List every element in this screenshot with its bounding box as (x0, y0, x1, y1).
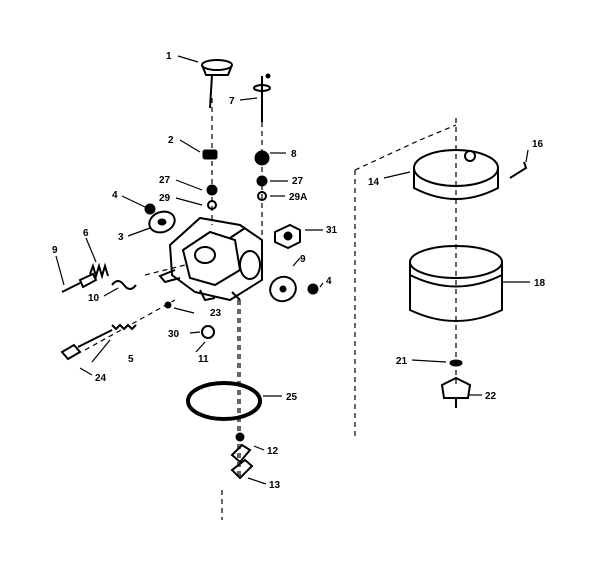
part-seat-30 (201, 325, 215, 339)
callout-13: 13 (269, 480, 281, 491)
part-throttle-plate (148, 210, 176, 234)
callout-21: 21 (396, 356, 408, 367)
part-throttle-shaft (201, 59, 233, 109)
callout-labels: 1 7 2 8 27 27 29 29A 4 3 31 6 9 9 4 10 2… (52, 51, 546, 491)
part-bowl-screw (230, 432, 254, 480)
callout-1: 1 (166, 51, 172, 62)
callout-30: 30 (168, 329, 180, 340)
part-fitting-31 (274, 223, 301, 250)
callout-11: 11 (198, 354, 209, 365)
callout-22: 22 (485, 391, 497, 402)
callout-9-left: 9 (52, 245, 58, 256)
part-gasket-23 (164, 301, 172, 309)
centerlines (84, 95, 457, 520)
callout-27-right: 27 (292, 176, 304, 187)
callout-18: 18 (534, 278, 546, 289)
leader-lines (55, 55, 530, 485)
part-choke-shaft (253, 73, 271, 122)
part-float-cover (413, 149, 499, 200)
part-idle-needle (61, 272, 98, 293)
callout-5: 5 (128, 354, 134, 365)
callout-12: 12 (267, 446, 279, 457)
callout-8: 8 (291, 149, 297, 160)
part-seal-27 (206, 175, 268, 196)
callout-10: 10 (88, 293, 100, 304)
part-washer-21 (449, 359, 463, 367)
callout-4-upper: 4 (112, 190, 118, 201)
callout-9-right: 9 (300, 254, 306, 265)
callout-16: 16 (532, 139, 544, 150)
part-float-bowl (409, 245, 503, 322)
callout-27-left: 27 (159, 175, 171, 186)
part-spring-10 (111, 280, 137, 290)
part-carburetor-body (158, 216, 263, 302)
part-screw-2 (202, 149, 218, 160)
callout-6: 6 (83, 228, 89, 239)
callout-23: 23 (210, 308, 222, 319)
callout-29: 29 (159, 193, 171, 204)
callout-7: 7 (229, 96, 235, 107)
callout-25: 25 (286, 392, 298, 403)
part-choke-plate (269, 275, 297, 303)
part-bowl-gasket (186, 381, 262, 421)
callout-29a: 29A (289, 192, 307, 203)
part-plug-8 (254, 150, 270, 166)
callout-2: 2 (168, 135, 174, 146)
part-main-needle (60, 323, 137, 361)
callout-14: 14 (368, 177, 380, 188)
part-pin-16 (509, 161, 528, 179)
callout-4-lower: 4 (326, 276, 332, 287)
part-screw-4 (144, 203, 319, 295)
callout-24: 24 (95, 373, 107, 384)
part-drain-22 (440, 376, 472, 408)
callout-3: 3 (118, 232, 124, 243)
part-washer-29 (207, 191, 267, 210)
callout-31: 31 (326, 225, 338, 236)
part-spring-6 (89, 262, 109, 280)
